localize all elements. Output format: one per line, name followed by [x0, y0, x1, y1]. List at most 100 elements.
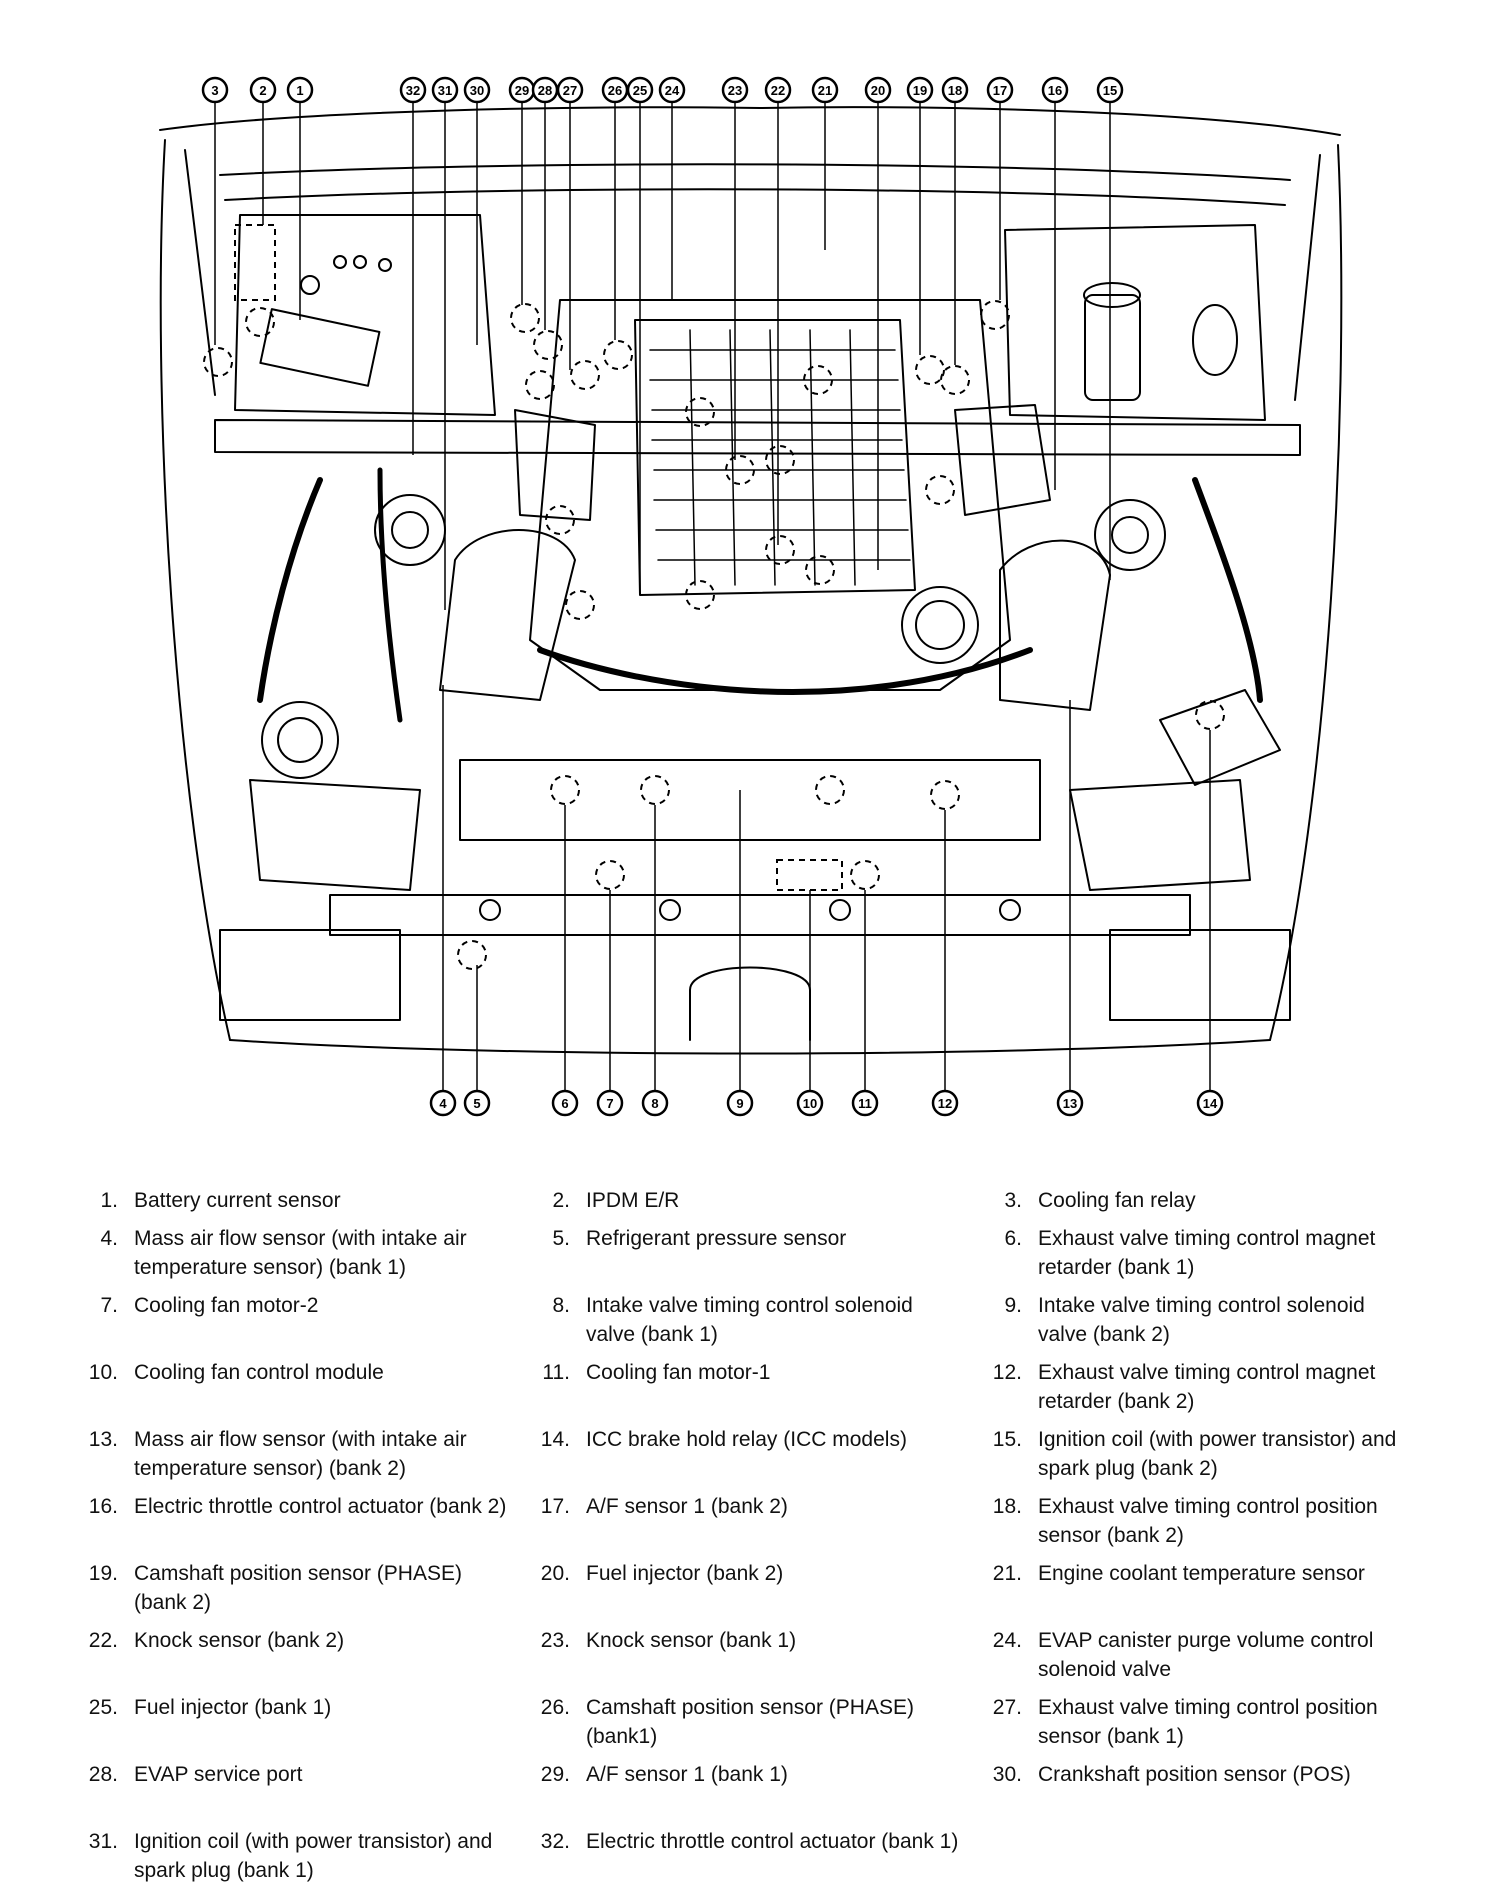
callout-31: 31 [431, 76, 459, 104]
intake-manifold [634, 319, 916, 596]
legend-text: Knock sensor (bank 2) [134, 1629, 345, 1652]
legend-item: 2.IPDM E/R [512, 1186, 964, 1224]
legend-number: 12. [992, 1361, 1022, 1384]
callout-label: 25 [633, 83, 647, 98]
legend-row: 13.Mass air flow sensor (with intake air… [60, 1425, 1460, 1492]
callout-label: 13 [1063, 1096, 1077, 1111]
legend-text: Knock sensor (bank 1) [586, 1629, 797, 1652]
callout-label: 22 [771, 83, 785, 98]
legend-text: A/F sensor 1 (bank 1) [586, 1763, 788, 1786]
legend-text: Camshaft position sensor (PHASE) (bank 2… [134, 1562, 462, 1614]
legend-item: 17.A/F sensor 1 (bank 2) [512, 1492, 964, 1559]
callout-24: 24 [658, 76, 686, 104]
legend-text: Fuel injector (bank 1) [134, 1696, 332, 1719]
legend-number: 5. [552, 1227, 570, 1250]
callout-label: 26 [608, 83, 622, 98]
throttle-body-bank1 [514, 409, 596, 521]
callout-1: 1 [286, 76, 314, 104]
legend-text: Mass air flow sensor (with intake air te… [134, 1227, 467, 1279]
legend-text: Engine coolant temperature sensor [1038, 1562, 1365, 1585]
right-fender [1269, 144, 1343, 1041]
legend-number: 23. [540, 1629, 570, 1652]
legend-number: 2. [552, 1189, 570, 1212]
callout-label: 16 [1048, 83, 1062, 98]
callout-label: 30 [470, 83, 484, 98]
legend-item: 21. Engine coolant temperature sensor [964, 1559, 1416, 1626]
legend-text: Intake valve timing control solenoid val… [586, 1294, 913, 1346]
callout-29: 29 [508, 76, 536, 104]
callout-label: 14 [1203, 1096, 1218, 1111]
callout-label: 11 [858, 1096, 872, 1111]
legend-number: 30. [992, 1763, 1022, 1786]
callout-label: 4 [439, 1096, 447, 1111]
callout-label: 8 [651, 1096, 658, 1111]
legend-text: Fuel injector (bank 2) [586, 1562, 784, 1585]
callout-30: 30 [463, 76, 491, 104]
callout-19: 19 [906, 76, 934, 104]
hood-outline [159, 106, 1341, 136]
callout-label: 1 [296, 83, 303, 98]
battery-box [234, 214, 496, 416]
legend-text: Refrigerant pressure sensor [586, 1227, 847, 1250]
legend-item: 23. Knock sensor (bank 1) [512, 1626, 964, 1693]
legend-text: ICC brake hold relay (ICC models) [586, 1428, 907, 1451]
callout-label: 28 [538, 83, 552, 98]
legend-number: 15. [992, 1428, 1022, 1451]
legend-number: 26. [540, 1696, 570, 1719]
legend-item: 25. Fuel injector (bank 1) [60, 1693, 512, 1760]
legend-number: 13. [88, 1428, 118, 1451]
callout-10: 10 [796, 1089, 824, 1117]
callout-8: 8 [641, 1089, 669, 1117]
legend-text: EVAP canister purge volume control solen… [1038, 1629, 1374, 1681]
legend-text: Ignition coil (with power transistor) an… [134, 1830, 493, 1882]
legend-number: 4. [100, 1227, 118, 1250]
callout-32: 32 [399, 76, 427, 104]
callout-label: 23 [728, 83, 742, 98]
callout-15: 15 [1096, 76, 1124, 104]
legend-number: 25. [88, 1696, 118, 1719]
legend-item: 7.Cooling fan motor-2 [60, 1291, 512, 1358]
legend-text: Cooling fan motor-2 [134, 1294, 319, 1317]
legend-text: Exhaust valve timing control magnet reta… [1038, 1227, 1376, 1279]
callout-11: 11 [851, 1089, 879, 1117]
legend-number: 32. [540, 1830, 570, 1853]
callout-label: 2 [259, 83, 266, 98]
callout-18: 18 [941, 76, 969, 104]
legend-item: 4. Mass air flow sensor (with intake air … [60, 1224, 512, 1291]
legend-number: 22. [88, 1629, 118, 1652]
callout-23: 23 [721, 76, 749, 104]
legend-text: Cooling fan relay [1038, 1189, 1196, 1212]
callout-3: 3 [201, 76, 229, 104]
legend-number: 17. [540, 1495, 570, 1518]
callout-label: 12 [938, 1096, 952, 1111]
callout-label: 10 [803, 1096, 817, 1111]
legend-row: 4. Mass air flow sensor (with intake air … [60, 1224, 1460, 1291]
legend-number: 1. [100, 1189, 118, 1212]
callout-12: 12 [931, 1089, 959, 1117]
callout-13: 13 [1056, 1089, 1084, 1117]
callout-label: 17 [993, 83, 1007, 98]
callout-label: 7 [606, 1096, 613, 1111]
legend-item: 28.EVAP service port [60, 1760, 512, 1827]
legend-item: 16.Electric throttle control actuator (b… [60, 1492, 512, 1559]
legend-row: 22. Knock sensor (bank 2) 23. Knock sensor … [60, 1626, 1460, 1693]
legend-text: Cooling fan motor-1 [586, 1361, 771, 1384]
callout-28: 28 [531, 76, 559, 104]
legend-number: 21. [992, 1562, 1022, 1585]
legend-number: 19. [88, 1562, 118, 1585]
legend-item: 14.ICC brake hold relay (ICC models) [512, 1425, 964, 1492]
legend-number: 16. [88, 1495, 118, 1518]
callout-label: 20 [871, 83, 885, 98]
callout-21: 21 [811, 76, 839, 104]
callout-22: 22 [764, 76, 792, 104]
legend-item: 12.Exhaust valve timing control magnet r… [964, 1358, 1416, 1425]
legend-item: 29.A/F sensor 1 (bank 1) [512, 1760, 964, 1827]
callout-label: 3 [211, 83, 218, 98]
legend-item: 31.Ignition coil (with power transistor)… [60, 1827, 512, 1894]
legend-number: 6. [1004, 1227, 1022, 1250]
callout-25: 25 [626, 76, 654, 104]
